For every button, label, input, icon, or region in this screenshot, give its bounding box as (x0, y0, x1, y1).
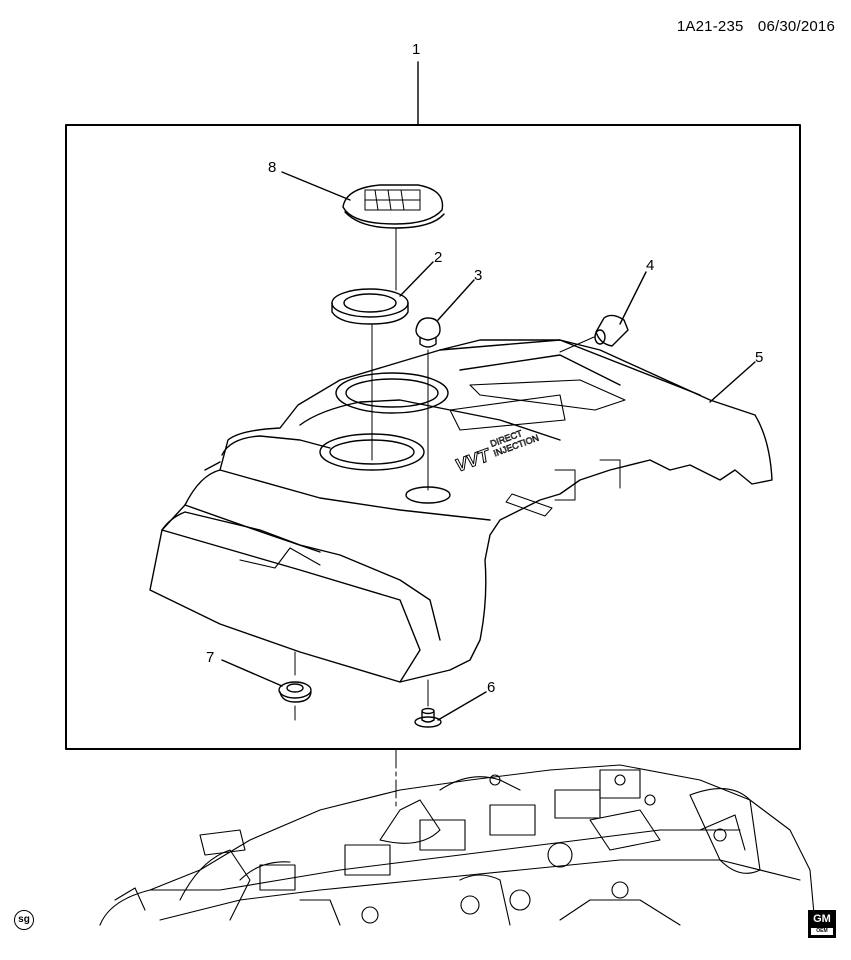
part-3-grommet (415, 317, 441, 348)
leader-line-2 (399, 261, 434, 297)
callout-8: 8 (268, 159, 276, 176)
callout-6: 6 (487, 679, 495, 696)
cover-lettering: VVT DIRECT INJECTION (452, 428, 541, 477)
assembly-frame (65, 124, 801, 750)
leader-line-6 (437, 691, 487, 721)
gm-logo: GM OEM (808, 910, 836, 938)
part-5-engine-cover (149, 339, 773, 683)
cover-brand-text: VVT (453, 444, 495, 475)
diagram-header: 1A21-235 06/30/2016 (677, 18, 835, 35)
diagram-date: 06/30/2016 (757, 18, 835, 35)
gm-logo-subtext: OEM (811, 928, 833, 935)
callout-4: 4 (646, 257, 654, 274)
leader-line-8 (281, 171, 351, 201)
part-7-grommet (278, 681, 312, 703)
sg-badge: sg (14, 910, 34, 930)
callout-3: 3 (474, 267, 482, 284)
callout-2: 2 (434, 249, 442, 266)
part-4-insulator (594, 314, 629, 347)
part-8-emblem (342, 184, 445, 229)
part-6-stud (414, 707, 442, 728)
leader-line-4 (619, 271, 647, 325)
part-2-seal (331, 288, 409, 325)
engine-background (99, 764, 816, 926)
leader-line-7 (221, 659, 283, 687)
leader-line-3 (437, 279, 475, 321)
gm-logo-text: GM (813, 913, 831, 925)
callout-1: 1 (412, 41, 420, 58)
leader-line-5 (709, 361, 756, 403)
callout-7: 7 (206, 649, 214, 666)
callout-5: 5 (755, 349, 763, 366)
diagram-id: 1A21-235 (676, 18, 744, 35)
